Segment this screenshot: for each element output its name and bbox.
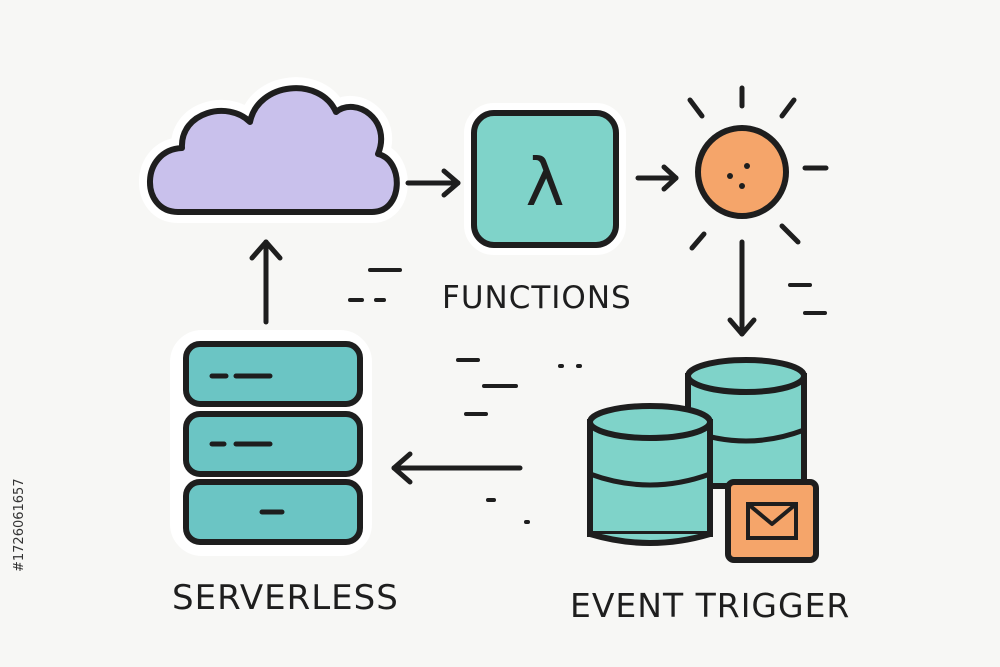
cloud-icon <box>139 77 408 223</box>
arrow-down-icon <box>727 239 757 337</box>
sun-icon <box>687 85 829 251</box>
arrow-right-icon <box>405 168 461 198</box>
mail-icon <box>725 479 819 563</box>
arrow-left-icon <box>391 451 523 485</box>
motion-dashes <box>348 268 582 524</box>
arrow-up-icon <box>249 239 283 325</box>
arrow-right-icon <box>635 164 679 192</box>
lambda-symbol: λ <box>525 144 564 221</box>
functions-label: FUNCTIONS <box>442 280 632 316</box>
lambda-icon <box>464 103 626 255</box>
event-trigger-label: EVENT TRIGGER <box>570 586 851 625</box>
database-icon <box>587 357 807 546</box>
motion-dashes <box>788 283 827 315</box>
server-stack-icon <box>170 330 372 556</box>
watermark-id-text: #1726061657 <box>12 478 27 572</box>
serverless-label: SERVERLESS <box>172 578 399 618</box>
watermark-id: #1726061657 <box>12 422 27 572</box>
